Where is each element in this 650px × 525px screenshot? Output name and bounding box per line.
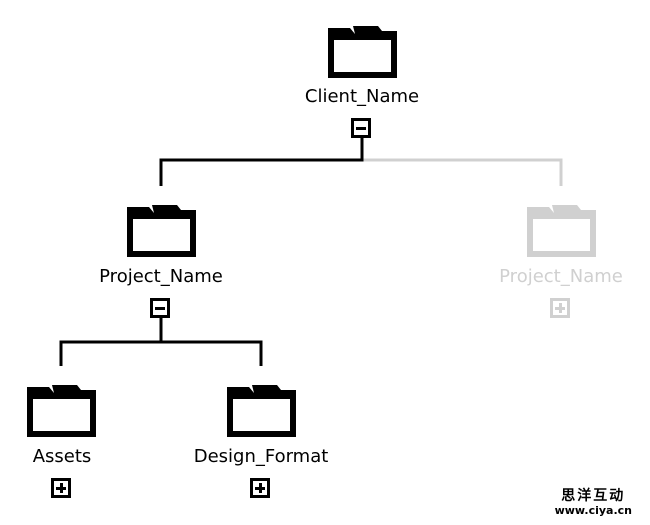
minus-icon [155, 306, 165, 310]
collapse-toggle-project-name[interactable] [150, 298, 170, 318]
folder-icon[interactable] [227, 385, 296, 437]
folder-icon[interactable] [27, 385, 96, 437]
expand-toggle-assets[interactable] [51, 478, 71, 498]
expand-toggle-project-name-muted[interactable] [550, 298, 570, 318]
folder-icon[interactable] [527, 205, 596, 257]
collapse-toggle-client-name[interactable] [351, 118, 371, 138]
watermark: 思洋互动 www.ciya.cn [555, 488, 632, 517]
connector-root-to-project-muted [360, 138, 563, 186]
folder-icon[interactable] [127, 205, 196, 257]
connector-project-to-design-format [161, 340, 263, 366]
connector-project-to-assets [59, 318, 163, 366]
watermark-url: www.ciya.cn [554, 504, 632, 517]
watermark-text: 思洋互动 [561, 488, 626, 504]
minus-icon [356, 126, 366, 130]
node-label-client-name[interactable]: Client_Name [304, 86, 420, 107]
node-label-assets[interactable]: Assets [32, 446, 92, 467]
connector-root-to-project [159, 138, 364, 186]
node-label-project-name[interactable]: Project_Name [99, 266, 223, 287]
node-label-design-format[interactable]: Design_Format [193, 446, 329, 467]
node-label-project-name-muted[interactable]: Project_Name [499, 266, 623, 287]
expand-toggle-design-format[interactable] [250, 478, 270, 498]
folder-icon[interactable] [328, 26, 397, 78]
